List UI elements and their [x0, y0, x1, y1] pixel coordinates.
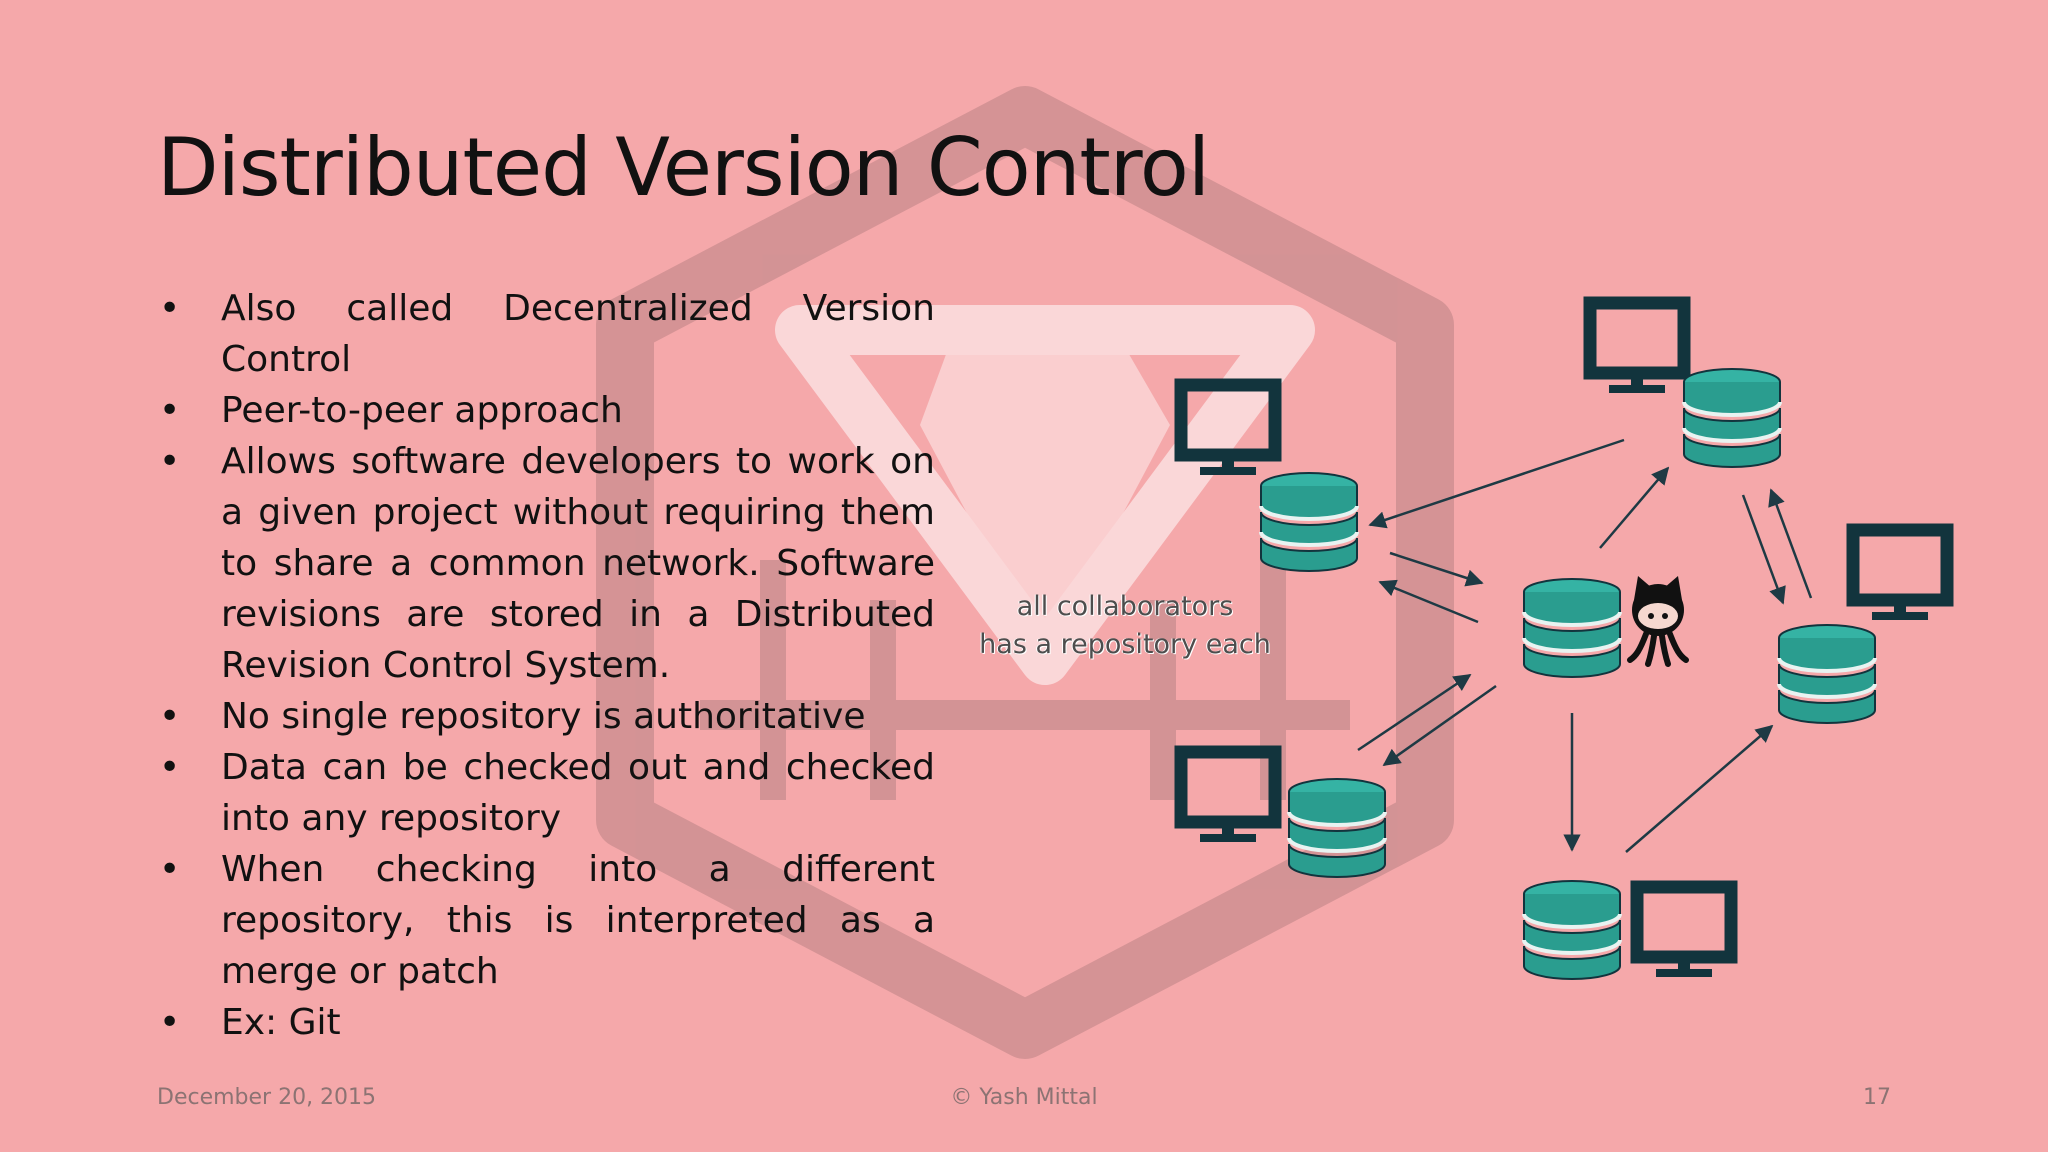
- bullet-text: Allows software developers to work on a …: [221, 441, 935, 686]
- bullet-text: Peer-to-peer approach: [221, 390, 623, 431]
- arrow-icon: [1382, 684, 1497, 767]
- diagram-caption-line: has a repository each: [979, 629, 1271, 660]
- arrow-icon: [1368, 438, 1625, 529]
- footer-date: December 20, 2015: [157, 1085, 377, 1110]
- arrow-icon: [1389, 551, 1484, 587]
- bullet-text: When checking into a different repositor…: [221, 849, 935, 992]
- database-icon: [1259, 471, 1359, 573]
- arrow-icon: [1768, 488, 1813, 599]
- database-icon: [1777, 623, 1877, 725]
- bullet-list: • Also called Decentralized Version Contr…: [157, 283, 935, 1048]
- slide-title: Distributed Version Control: [157, 121, 1210, 214]
- database-icon: [1522, 577, 1622, 679]
- github-octocat-icon: [1627, 576, 1689, 667]
- monitor-icon: [1590, 303, 1684, 393]
- diagram-caption: all collaborators has a repository each: [960, 588, 1290, 664]
- arrow-icon: [1625, 724, 1774, 853]
- diagram-caption-line: all collaborators: [1016, 591, 1234, 622]
- bullet-text: No single repository is authoritative: [221, 696, 866, 737]
- bullet-item: • Ex: Git: [157, 997, 935, 1048]
- footer-author: © Yash Mittal: [950, 1085, 1098, 1110]
- bullet-marker: •: [159, 288, 181, 329]
- bullet-text: Ex: Git: [221, 1002, 341, 1043]
- database-icon: [1287, 777, 1387, 879]
- database-icon: [1682, 367, 1782, 469]
- footer-page-number: 17: [1863, 1085, 1891, 1110]
- bullet-text: Also called Decentralized Version Contro…: [221, 288, 935, 380]
- bullet-item: • Allows software developers to work on a…: [157, 436, 935, 691]
- bullet-marker: •: [159, 747, 181, 788]
- bullet-item: • Peer-to-peer approach: [157, 385, 935, 436]
- monitor-icon: [1637, 887, 1731, 977]
- monitor-icon: [1853, 530, 1947, 620]
- bullet-marker: •: [159, 441, 181, 482]
- monitor-icon: [1181, 385, 1275, 475]
- bullet-marker: •: [159, 1002, 181, 1043]
- distributed-repository-diagram: [960, 270, 1970, 1000]
- arrow-icon: [1741, 494, 1786, 605]
- bullet-marker: •: [159, 390, 181, 431]
- bullet-item: • When checking into a different reposito…: [157, 844, 935, 997]
- arrow-icon: [1599, 466, 1670, 549]
- bullet-marker: •: [159, 849, 181, 890]
- database-icon: [1522, 879, 1622, 981]
- bullet-marker: •: [159, 696, 181, 737]
- bullet-item: • Data can be checked out and checked int…: [157, 742, 935, 844]
- arrow-icon: [1357, 673, 1472, 752]
- bullet-text: Data can be checked out and checked into…: [221, 747, 935, 839]
- bullet-item: • No single repository is authoritative: [157, 691, 935, 742]
- arrow-icon: [1378, 579, 1479, 624]
- bullet-item: • Also called Decentralized Version Contr…: [157, 283, 935, 385]
- monitor-icon: [1181, 752, 1275, 842]
